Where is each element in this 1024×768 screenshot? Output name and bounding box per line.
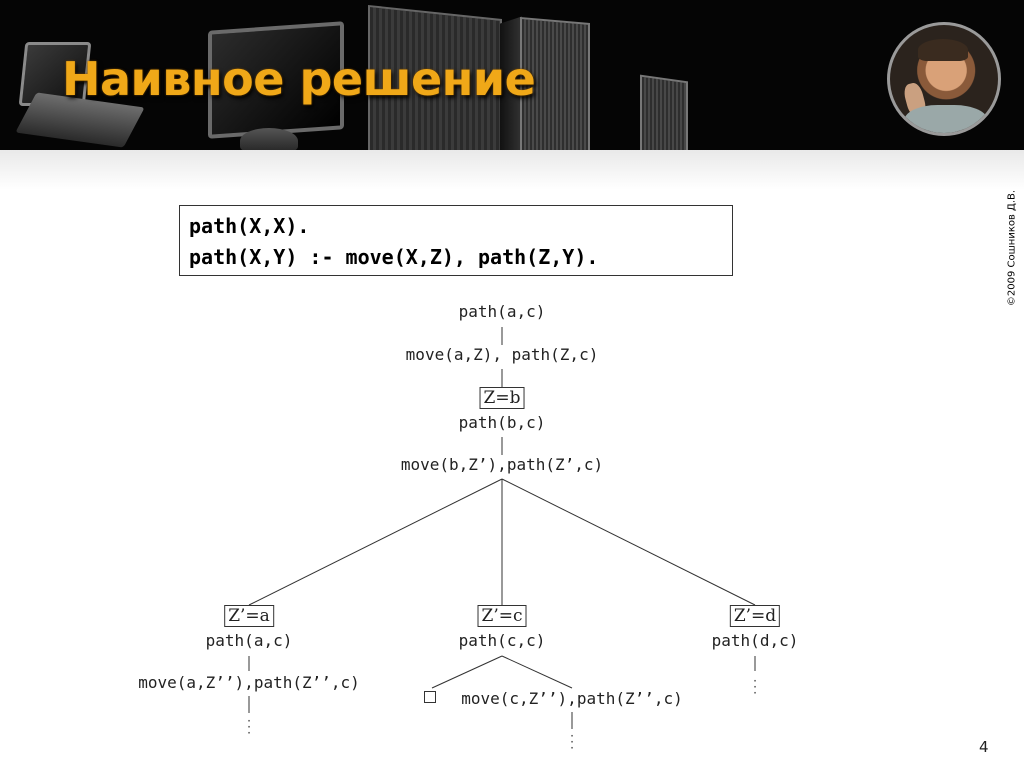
code-line-1: path(X,X). [189, 214, 310, 238]
edge-branch-c-success [431, 655, 503, 689]
tree-goal-branch-a: path(a,c) [205, 631, 293, 650]
edge-branch-c-expansion [501, 655, 573, 689]
tree-binding-branch-a: Z’=a [224, 605, 274, 627]
tree-root-goal: path(a,c) [458, 302, 546, 321]
tree-goal-branch-d: path(d,c) [711, 631, 799, 650]
edge-to-branch-a [248, 478, 503, 606]
ellipsis-branch-d: ··· [753, 674, 757, 700]
page-number: 4 [979, 738, 989, 756]
tree-expansion-b: move(b,Z’),path(Z’,c) [400, 455, 604, 474]
tree-binding-branch-d: Z’=d [729, 605, 781, 627]
author-avatar [887, 22, 1001, 136]
avatar-shirt [904, 105, 988, 133]
tree-goal-branch-c: path(c,c) [458, 631, 546, 650]
code-box: path(X,X). path(X,Y) :- move(X,Z), path(… [179, 205, 733, 276]
avatar-hair [918, 39, 968, 61]
tree-root-expansion: move(a,Z), path(Z,c) [405, 345, 599, 364]
tree-goal-b: path(b,c) [458, 413, 546, 432]
tree-binding-branch-c: Z’=c [477, 605, 527, 627]
success-box-icon [424, 691, 436, 703]
monitor-stand-illustration [240, 128, 298, 154]
tree-expansion-branch-c: move(c,Z’’),path(Z’’,c) [461, 689, 683, 708]
edge-to-branch-d [501, 478, 756, 606]
ellipsis-branch-a: ··· [247, 714, 251, 740]
header-fade [0, 150, 1024, 190]
slide-header: Наивное решение [0, 0, 1024, 160]
slide-title: Наивное решение [62, 52, 536, 106]
tree-binding-z-b: Z=b [479, 387, 525, 409]
ellipsis-branch-c: ··· [570, 729, 574, 755]
code-line-2: path(X,Y) :- move(X,Z), path(Z,Y). [189, 245, 599, 269]
tree-expansion-branch-a: move(a,Z’’),path(Z’’,c) [138, 673, 360, 692]
